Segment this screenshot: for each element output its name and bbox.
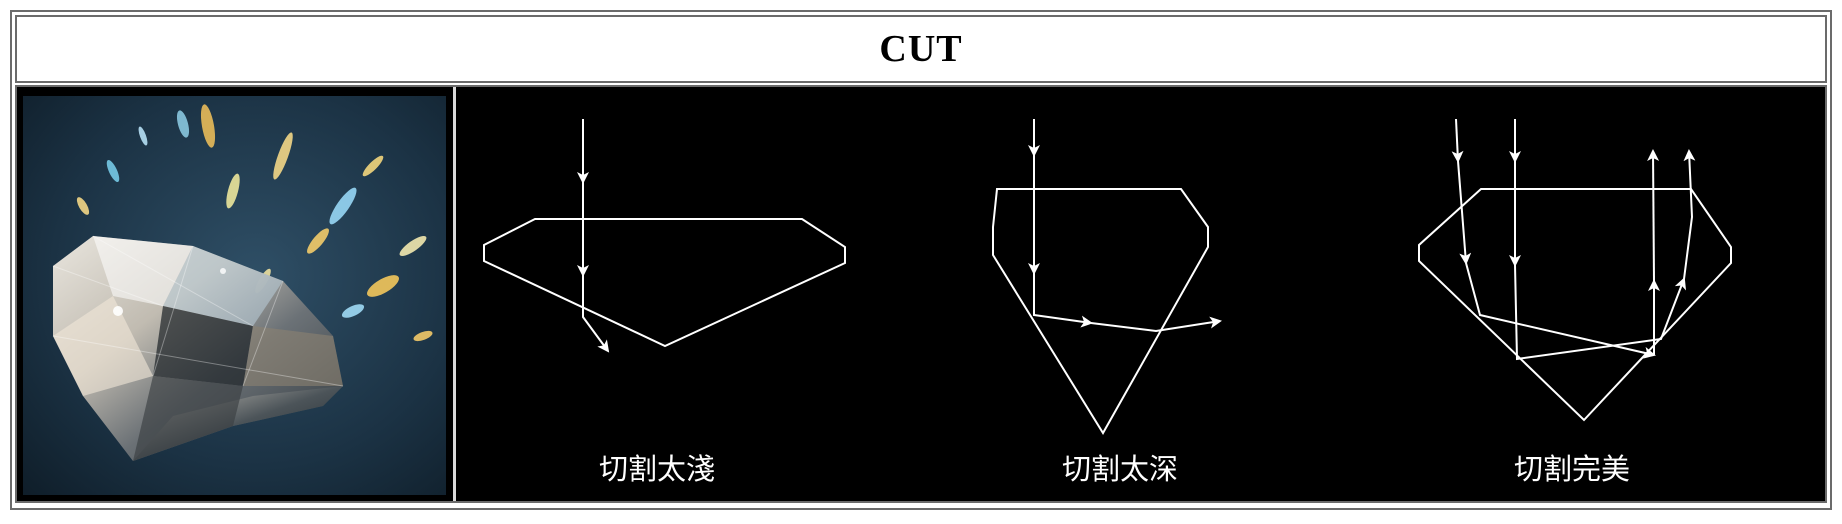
column-divider [453,87,456,501]
diamond-outline-shallow [483,218,846,348]
page-title: CUT [879,28,963,70]
light-ray [1457,160,1472,265]
diamond-photo [23,96,446,495]
cut-diagrams: 切割太淺 切割太深 [456,87,1825,501]
diagram-label-deep: 切割太深 [1062,452,1178,486]
diagram-label-shallow: 切割太淺 [599,452,715,486]
light-ray [582,275,610,353]
table-header: CUT [15,15,1827,83]
light-ray [1465,262,1656,359]
light-ray [1514,264,1687,361]
light-ray [1451,118,1464,163]
light-ray [1033,273,1093,328]
cut-table: CUT [10,10,1832,510]
diagram-label-perfect: 切割完美 [1514,452,1630,486]
diagram-shallow [483,119,846,353]
diagram-perfect [1418,118,1732,422]
diagram-deep [992,119,1222,435]
content-row: 切割太淺 切割太深 [15,85,1827,503]
diamond-outline-perfect [1418,188,1732,422]
light-ray [1090,316,1222,333]
light-ray [1683,149,1696,280]
light-ray [1647,149,1660,282]
diamond-outline-deep [992,188,1209,435]
